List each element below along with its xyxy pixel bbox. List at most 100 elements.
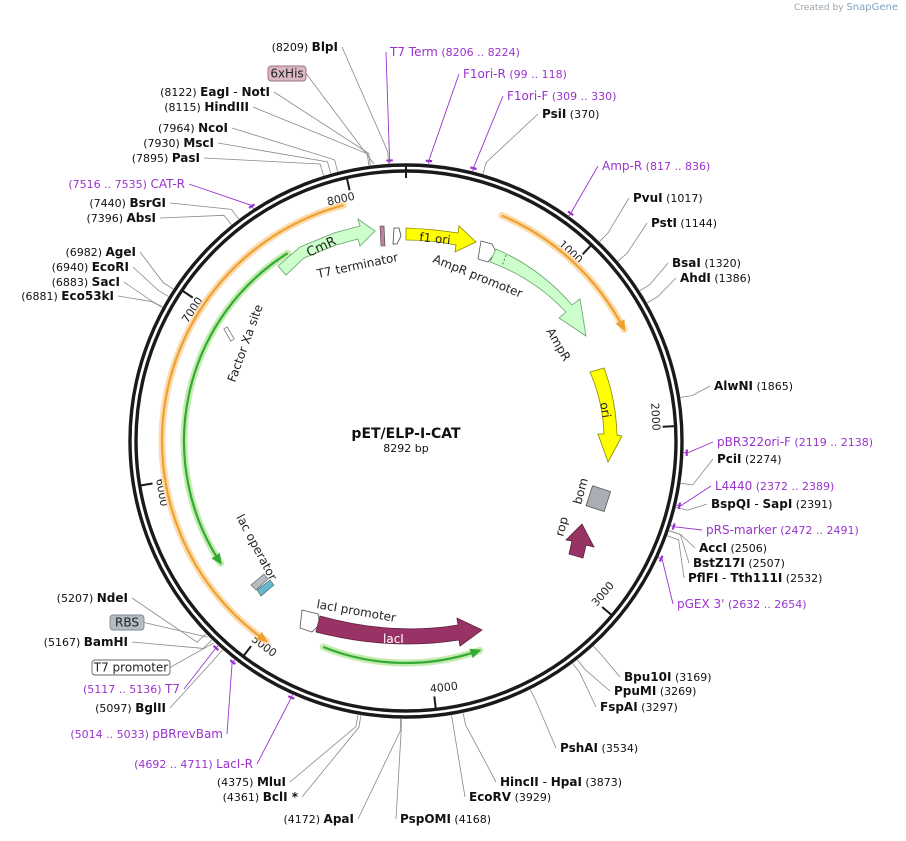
- primer-name: pGEX 3': [677, 597, 724, 611]
- enzyme-leader: [680, 458, 714, 486]
- enzyme-pos: (3269): [656, 685, 696, 698]
- enzyme-leader: [123, 281, 163, 308]
- primer-name: T7: [164, 682, 180, 696]
- orf-green-2-head: [469, 648, 482, 659]
- enzyme-name: AgeI: [106, 245, 136, 259]
- enzyme-label: BsaI (1320): [672, 256, 741, 270]
- enzyme-leader: [273, 91, 371, 166]
- tick-label: 3000: [589, 579, 617, 609]
- enzyme-leader: [577, 659, 611, 692]
- enzyme-name: EcoRI: [92, 260, 129, 274]
- enzyme-pos: (370): [566, 108, 599, 121]
- enzyme-pos: (4361): [223, 791, 263, 804]
- primer-label: (4692 .. 4711) LacI-R: [134, 757, 253, 771]
- primer-mark: [677, 502, 682, 510]
- enzyme-label: AlwNI (1865): [714, 379, 793, 393]
- enzyme-label: Bpu10I (3169): [624, 670, 712, 684]
- enzyme-leader: [395, 718, 402, 820]
- primer-name: CAT-R: [150, 177, 185, 191]
- primer-label: F1ori-F (309 .. 330): [507, 89, 616, 103]
- tick-5000: [242, 645, 252, 658]
- enzyme-pos: (2507): [745, 557, 785, 570]
- ori-feature: [589, 367, 623, 463]
- enzyme-name: BstZ17I: [693, 556, 745, 570]
- enzyme-name: HincII: [500, 775, 539, 789]
- enzyme-name: EcoRV: [469, 790, 512, 804]
- primer-name: L4440: [715, 479, 752, 493]
- enzyme-leader: [289, 714, 359, 783]
- boxed-label-bg: [267, 65, 307, 82]
- boxed-label: 6xHis: [270, 67, 303, 81]
- primer-mark: [671, 523, 676, 530]
- enzyme-leader: [667, 535, 685, 579]
- factor-xa-feature: [223, 326, 235, 342]
- plasmid-size: 8292 bp: [383, 442, 428, 455]
- enzyme-leader: [131, 597, 207, 643]
- primer-label: L4440 (2372 .. 2389): [715, 479, 834, 493]
- enzyme-leader: [680, 385, 711, 398]
- rop-label: rop: [552, 515, 571, 538]
- enzyme-pos: (7964): [158, 122, 198, 135]
- enzyme-name2: SapI: [763, 497, 793, 511]
- enzyme-leader: [117, 295, 163, 308]
- primer-range: (7516 .. 7535): [68, 178, 150, 191]
- enzyme-name: AlwNI: [714, 379, 753, 393]
- enzyme-label: (5097) BglII: [95, 701, 166, 715]
- enzyme-leader: [599, 197, 630, 242]
- enzyme-pos: (3534): [598, 742, 638, 755]
- primer-range: (5014 .. 5033): [70, 728, 152, 741]
- enzyme-name: FspAI: [600, 700, 638, 714]
- enzyme-leader: [139, 251, 174, 290]
- tick-label: 8000: [326, 190, 356, 209]
- enzyme-label: (6982) AgeI: [65, 245, 136, 259]
- primer-range: (2632 .. 2654): [724, 598, 806, 611]
- primer-range: (99 .. 118): [506, 68, 567, 81]
- enzyme-name: BsrGI: [129, 196, 166, 210]
- primer-mark: [229, 659, 236, 666]
- enzyme-label: PshAI (3534): [560, 741, 638, 755]
- enzyme-pos: (5167): [44, 636, 84, 649]
- primer-label: (5117 .. 5136) T7: [83, 682, 180, 696]
- primer-name: F1ori-R: [463, 67, 506, 81]
- primer-mark: [567, 210, 574, 217]
- primer-range: (8206 .. 8224): [438, 46, 520, 59]
- enzyme-pos: (1386): [711, 272, 751, 285]
- enzyme-label: (8115) HindIII: [164, 100, 249, 114]
- boxed-label-bg: [109, 614, 145, 631]
- primer-range: (4692 .. 4711): [134, 758, 216, 771]
- enzyme-leader: [646, 277, 677, 304]
- enzyme-name: HindIII: [204, 100, 249, 114]
- watermark-prefix: Created by: [794, 3, 844, 13]
- orf-orange-1-head: [615, 319, 626, 332]
- tick-4000: [433, 696, 437, 710]
- enzyme-leader: [131, 639, 213, 649]
- tick-label: 2000: [648, 402, 663, 431]
- primer-name: Amp-R: [602, 159, 642, 173]
- enzyme-label: PvuI (1017): [633, 191, 703, 205]
- enzyme-label: PciI (2274): [717, 452, 782, 466]
- enzyme-name: NdeI: [97, 591, 128, 605]
- enzyme-label: HincII - HpaI (3873): [500, 775, 622, 789]
- boxed-leader: [169, 642, 214, 668]
- ampr-feature: [489, 248, 587, 337]
- enzyme-pos: (7440): [89, 197, 129, 210]
- enzyme-label: PsiI (370): [542, 107, 599, 121]
- orf-orange-2: [160, 204, 344, 643]
- enzyme-label: (6940) EcoRI: [52, 260, 129, 274]
- primer-name: T7 Term: [389, 45, 438, 59]
- primer-range: (309 .. 330): [548, 90, 616, 103]
- tick-7000: [181, 289, 194, 299]
- lac-operator-label: lac operator: [233, 512, 280, 583]
- boxed-label: T7 promoter: [93, 661, 169, 675]
- primer-mark: [470, 166, 477, 171]
- enzyme-pos: (3169): [671, 671, 711, 684]
- primer-mark: [212, 645, 220, 651]
- primer-leader: [226, 658, 236, 735]
- t7-terminator-feature: [379, 225, 402, 247]
- enzyme-leader: [639, 262, 669, 292]
- enzyme-name: MluI: [257, 775, 286, 789]
- primer-label: F1ori-R (99 .. 118): [463, 67, 567, 81]
- enzyme-label: PpuMI (3269): [614, 684, 696, 698]
- enzyme-pos: (2506): [727, 542, 767, 555]
